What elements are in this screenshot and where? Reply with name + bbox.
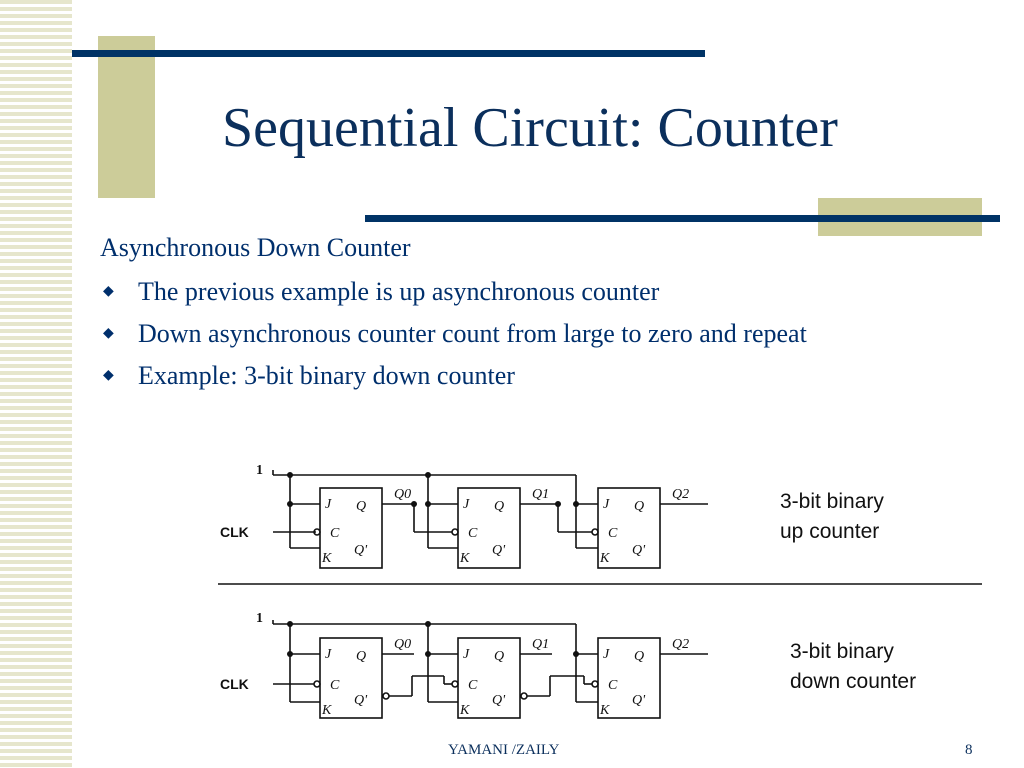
flip-flop xyxy=(457,487,521,569)
svg-text:Q: Q xyxy=(494,499,504,514)
footer-author: YAMANI /ZAILY xyxy=(448,742,560,758)
svg-text:K: K xyxy=(321,551,332,566)
down-counter-label: down counter xyxy=(790,670,916,693)
striped-sidebar xyxy=(0,0,72,768)
title-bottom-bar xyxy=(365,215,1000,222)
down-counter-label: 3-bit binary xyxy=(790,640,894,663)
svg-text:J: J xyxy=(463,497,470,512)
up-counter-circuit xyxy=(272,470,708,569)
svg-text:C: C xyxy=(468,526,478,541)
svg-text:Q': Q' xyxy=(354,543,368,558)
svg-text:Q: Q xyxy=(356,499,366,514)
flip-flop xyxy=(457,637,521,719)
output-label: Q1 xyxy=(532,637,549,652)
bullet-item: ◆The previous example is up asynchronous… xyxy=(103,277,660,306)
page-number: 8 xyxy=(965,742,973,758)
svg-text:Q': Q' xyxy=(632,693,646,708)
title-top-bar xyxy=(72,50,705,57)
up-counter-label: 3-bit binary xyxy=(780,490,884,513)
bullet-list: ◆The previous example is up asynchronous… xyxy=(100,276,980,392)
section-heading: Asynchronous Down Counter xyxy=(100,233,411,262)
one-signal-label: 1 xyxy=(256,611,263,626)
page-title: Sequential Circuit: Counter xyxy=(222,97,838,159)
output-label: Q2 xyxy=(672,487,689,502)
svg-text:Q': Q' xyxy=(492,543,506,558)
svg-text:C: C xyxy=(330,678,340,693)
up-counter-label: up counter xyxy=(780,520,879,543)
flip-flop xyxy=(319,487,383,569)
title-accent-block xyxy=(98,36,155,198)
svg-text:Q': Q' xyxy=(354,693,368,708)
svg-text:K: K xyxy=(599,551,610,566)
svg-text:K: K xyxy=(459,703,470,718)
diamond-bullet-icon: ◆ xyxy=(103,284,114,299)
clk-label: CLK xyxy=(220,676,249,692)
down-counter-circuit xyxy=(272,620,708,719)
svg-text:Q: Q xyxy=(634,649,644,664)
output-label: Q0 xyxy=(394,487,411,502)
output-label: Q0 xyxy=(394,637,411,652)
bullet-item: ◆Example: 3-bit binary down counter xyxy=(103,361,515,390)
one-signal-label: 1 xyxy=(256,463,263,478)
svg-text:J: J xyxy=(325,647,332,662)
bullet-item: ◆Down asynchronous counter count from la… xyxy=(103,319,807,348)
svg-text:J: J xyxy=(325,497,332,512)
svg-text:J: J xyxy=(463,647,470,662)
flip-flop xyxy=(319,637,383,719)
svg-text:Q: Q xyxy=(356,649,366,664)
output-label: Q2 xyxy=(672,637,689,652)
svg-text:Q': Q' xyxy=(632,543,646,558)
svg-text:K: K xyxy=(321,703,332,718)
svg-text:C: C xyxy=(608,678,618,693)
svg-text:Q: Q xyxy=(634,499,644,514)
svg-text:J: J xyxy=(603,497,610,512)
svg-text:C: C xyxy=(468,678,478,693)
counter-circuit-diagram: 1 CLK JCK QQ' JCK QQ' JCK QQ' Q0 Q1 Q2 3… xyxy=(218,463,982,719)
diamond-bullet-icon: ◆ xyxy=(103,326,114,341)
svg-text:K: K xyxy=(599,703,610,718)
svg-text:Q: Q xyxy=(494,649,504,664)
clk-label: CLK xyxy=(220,524,249,540)
svg-text:C: C xyxy=(608,526,618,541)
svg-text:C: C xyxy=(330,526,340,541)
svg-text:J: J xyxy=(603,647,610,662)
output-label: Q1 xyxy=(532,487,549,502)
flip-flop xyxy=(597,637,661,719)
svg-text:Q': Q' xyxy=(492,693,506,708)
svg-text:K: K xyxy=(459,551,470,566)
slide-content: Asynchronous Down Counter ◆The previous … xyxy=(100,232,980,402)
flip-flop xyxy=(597,487,661,569)
diamond-bullet-icon: ◆ xyxy=(103,368,114,383)
